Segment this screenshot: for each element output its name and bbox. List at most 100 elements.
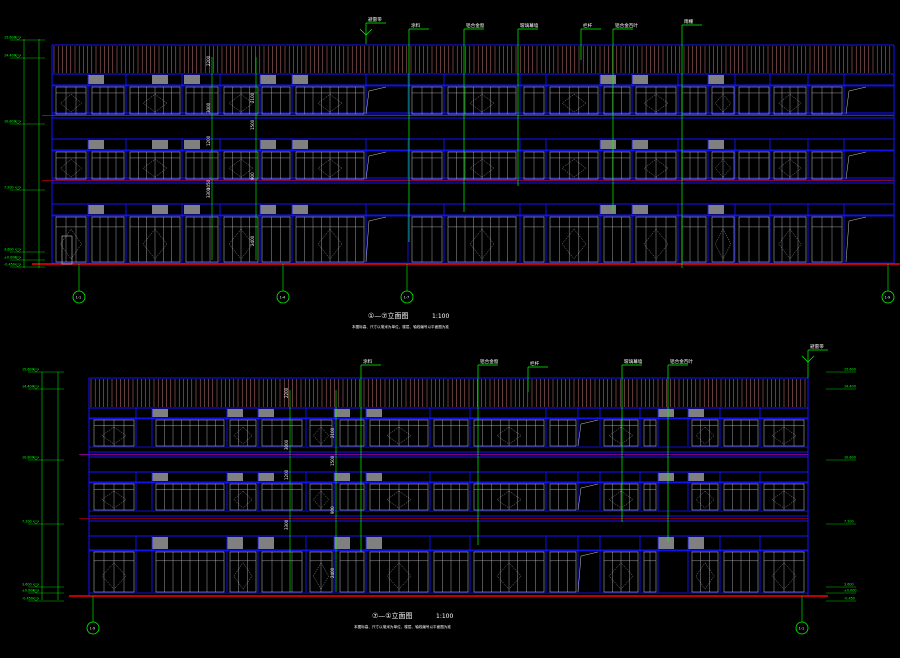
window-frame xyxy=(55,151,87,180)
callout-label: 避雷带 xyxy=(368,16,382,23)
louver-panel xyxy=(708,140,724,149)
stair-slope xyxy=(577,419,599,447)
level-mark-symbol xyxy=(14,263,22,268)
window-frame xyxy=(691,483,719,511)
callout-label: 避雷带 xyxy=(810,343,824,350)
window-diamond-pattern xyxy=(317,94,343,113)
window-diamond-pattern xyxy=(101,562,127,590)
vertical-dimension-text: 3300 xyxy=(206,187,211,198)
window-diamond-pattern xyxy=(101,490,127,509)
window-diamond-pattern xyxy=(233,426,253,445)
vertical-dimension-text: 900 xyxy=(330,506,335,514)
window-diamond-pattern xyxy=(771,562,797,590)
louver-panel xyxy=(152,537,168,549)
louver-panel xyxy=(88,75,104,84)
louver-panel xyxy=(227,537,243,549)
louver-panel xyxy=(600,205,616,214)
callout-label: 玻璃幕墙 xyxy=(520,22,539,29)
window-frame xyxy=(55,216,87,263)
louver-panel xyxy=(260,205,276,214)
window-frame xyxy=(738,216,770,263)
stair-slope xyxy=(577,551,599,593)
window-diamond-pattern xyxy=(695,426,715,445)
vertical-dimension-text: 2200 xyxy=(206,55,211,66)
louver-panel xyxy=(184,205,200,214)
window-frame xyxy=(549,216,599,263)
window-frame xyxy=(549,86,599,115)
window-diamond-pattern xyxy=(233,562,253,590)
window-frame xyxy=(738,86,770,115)
elevation-top-windows xyxy=(55,86,843,263)
louver-panel xyxy=(152,205,168,214)
louver-panel xyxy=(688,409,704,417)
level-mark-label: 15.600 xyxy=(22,368,34,372)
louver-panel xyxy=(366,409,382,417)
window-frame xyxy=(229,419,257,447)
window-diamond-pattern xyxy=(228,159,254,178)
window-diamond-pattern xyxy=(313,490,329,509)
vertical-dimension-text: 2200 xyxy=(284,387,289,398)
louver-panel xyxy=(708,75,724,84)
callout-label: 栏杆 xyxy=(530,360,540,367)
window-diamond-pattern xyxy=(771,426,797,445)
louver-panel xyxy=(88,140,104,149)
louver-panel xyxy=(184,140,200,149)
level-mark-symbol xyxy=(14,248,22,253)
window-frame xyxy=(411,216,443,263)
callout-label: 雨棚 xyxy=(684,18,694,25)
window-diamond-pattern xyxy=(313,562,329,590)
level-mark-label: ±0.000 xyxy=(4,256,17,260)
axis-bubble xyxy=(86,621,100,635)
window-diamond-pattern xyxy=(60,228,82,260)
vertical-dimension-text: 2400 xyxy=(250,235,255,246)
callout-label: 玻璃幕墙 xyxy=(624,358,643,365)
axis-label: 1-9 xyxy=(885,295,891,299)
level-mark-label-right: 7.200 xyxy=(844,520,854,524)
stair-slope xyxy=(365,86,387,115)
elevation-top-note: 本图标高、尺寸以毫米为单位，楼层、轴线编号以平面图为准 xyxy=(352,324,449,329)
louver-panel xyxy=(708,205,724,214)
window-diamond-pattern xyxy=(228,228,254,260)
level-mark-label-right: 14.400 xyxy=(844,385,856,389)
louver-panel xyxy=(334,473,350,481)
window-diamond-pattern xyxy=(561,228,587,260)
window-diamond-pattern xyxy=(386,562,412,590)
vertical-dimension-text: 3300 xyxy=(284,519,289,530)
window-diamond-pattern xyxy=(608,562,634,590)
louver-panel xyxy=(600,140,616,149)
window-diamond-pattern xyxy=(715,228,731,260)
louver-panel xyxy=(152,140,168,149)
louver-panel xyxy=(260,75,276,84)
window-frame xyxy=(411,151,443,180)
window-frame xyxy=(603,86,631,115)
louver-panel xyxy=(258,409,274,417)
louver-panel xyxy=(227,409,243,417)
axis-label: 1-1 xyxy=(799,626,805,630)
louver-panel xyxy=(292,140,308,149)
level-mark-label: 3.600 xyxy=(4,248,14,252)
window-frame xyxy=(229,483,257,511)
window-diamond-pattern xyxy=(317,228,343,260)
axis-bubble xyxy=(72,290,86,304)
window-frame xyxy=(811,151,843,180)
window-frame xyxy=(549,419,577,447)
window-diamond-pattern xyxy=(469,94,495,113)
window-diamond-pattern xyxy=(643,94,669,113)
vertical-dimension-text: 2400 xyxy=(330,567,335,578)
window-diamond-pattern xyxy=(101,426,127,445)
window-diamond-pattern xyxy=(386,426,412,445)
louver-panel xyxy=(632,205,648,214)
vertical-dimension-text: 2100 xyxy=(330,427,335,438)
level-mark-label: 10.800 xyxy=(22,456,34,460)
elevation-bottom-title: ⑦—①立面图 xyxy=(372,611,413,620)
window-diamond-pattern xyxy=(228,94,254,113)
louver-panel xyxy=(258,537,274,549)
level-mark-symbol xyxy=(32,589,40,594)
axis-bubble xyxy=(400,290,414,304)
vertical-dimension-text: 1050 xyxy=(206,179,211,190)
level-mark-label-right: 10.800 xyxy=(844,456,856,460)
vertical-dimension-text: 2100 xyxy=(250,92,255,103)
